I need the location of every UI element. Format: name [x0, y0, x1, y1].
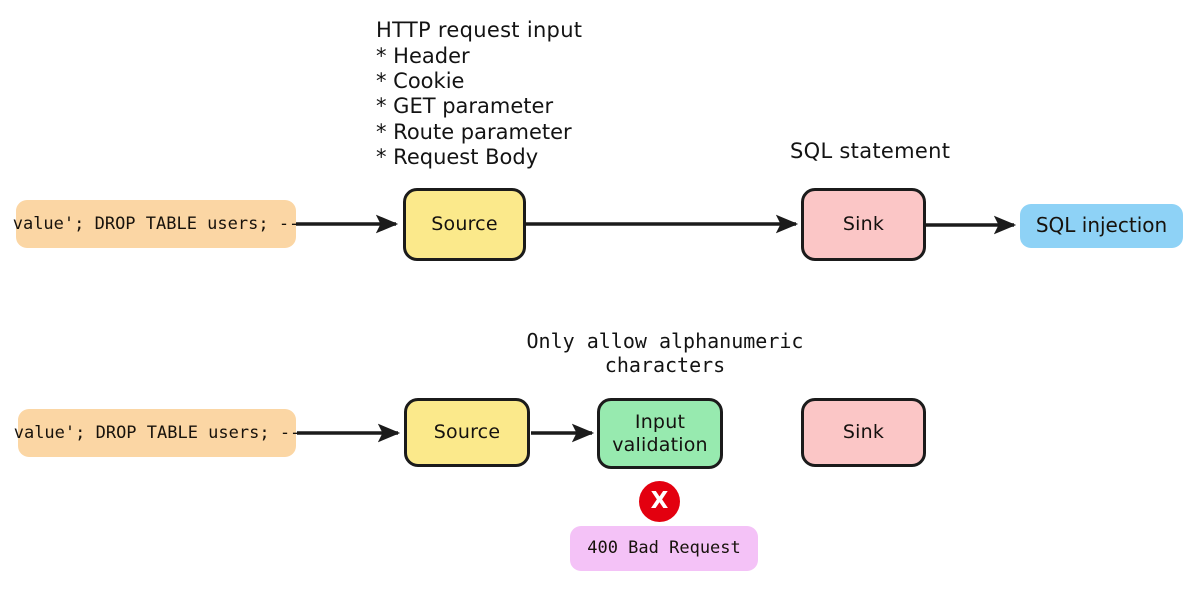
input-validation-box: Input validation: [597, 398, 723, 469]
alphanumeric-rule-label: Only allow alphanumeric characters: [526, 329, 804, 377]
sql-injection-result-box: SQL injection: [1020, 204, 1183, 248]
list-item: * GET parameter: [376, 94, 554, 119]
list-item: * Route parameter: [376, 119, 572, 144]
bad-request-box: 400 Bad Request: [570, 526, 758, 571]
payload-box-top: value'; DROP TABLE users; --: [13, 200, 299, 248]
list-item: * Header: [376, 44, 470, 68]
http-request-input-list: * Header * Cookie * GET parameter * Rout…: [376, 44, 572, 170]
cross-mark-icon: X: [639, 481, 680, 522]
sql-statement-label: SQL statement: [790, 139, 951, 163]
list-item: * Request Body: [376, 144, 539, 169]
input-validation-line-2: validation: [612, 433, 708, 456]
http-request-input-heading: HTTP request input: [376, 18, 583, 42]
sink-box-top: Sink: [801, 188, 926, 261]
payload-box-bottom: value'; DROP TABLE users; --: [14, 409, 300, 457]
source-box-bottom: Source: [404, 398, 530, 467]
sink-box-bottom: Sink: [801, 398, 926, 467]
list-item: * Cookie: [376, 69, 465, 94]
source-box-top: Source: [403, 188, 526, 261]
input-validation-line-1: Input: [634, 411, 686, 434]
cross-mark-glyph: X: [650, 488, 669, 514]
